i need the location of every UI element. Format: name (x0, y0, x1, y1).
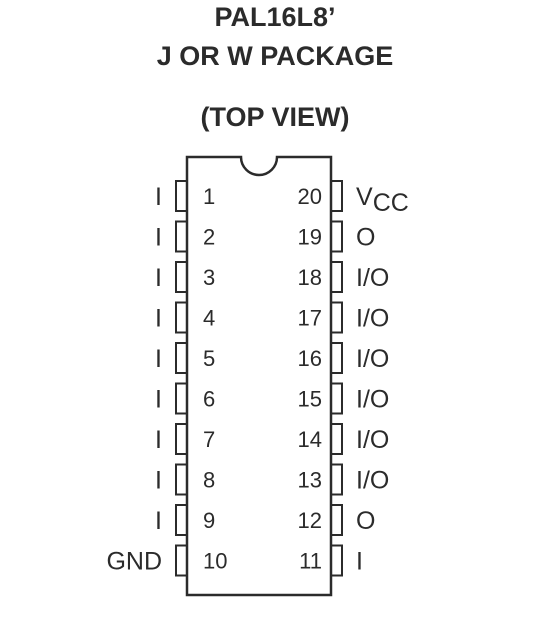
view-label: (TOP VIEW) (200, 102, 350, 132)
pin-2-number: 2 (203, 225, 215, 250)
pin-3-label: I (155, 264, 162, 292)
package-body (185, 155, 333, 597)
pin-20-number: 20 (298, 184, 322, 209)
pin-5-lead (175, 342, 188, 374)
pin-9-label: I (155, 507, 162, 535)
pin-6-lead (175, 382, 188, 415)
pin-20-lead (330, 180, 343, 212)
pin-7-label: I (155, 426, 162, 454)
pin-11-label: I (356, 548, 363, 576)
pin-17-label-main: I/O (356, 305, 389, 333)
pin-19-label: O (356, 224, 375, 252)
pin-2-label: I (155, 224, 162, 252)
pin-10-lead (175, 544, 188, 577)
pin-14-label-main: I/O (356, 426, 389, 454)
pin-1-number: 1 (203, 184, 215, 209)
package-type: J OR W PACKAGE (156, 41, 394, 71)
pin-16-number: 16 (298, 346, 322, 371)
pin-18-number: 18 (298, 265, 322, 290)
chip-title: PAL16L8’ (214, 2, 336, 32)
pin-12-lead (330, 504, 343, 536)
pin-13-lead (330, 463, 343, 496)
pin-14-lead (330, 423, 343, 455)
pin-10-number: 10 (203, 549, 227, 574)
pin-16-label: I/O (356, 345, 389, 373)
pin-15-number: 15 (298, 387, 322, 412)
pin-2-lead (175, 220, 188, 253)
pin-17-lead (330, 301, 343, 334)
pin-12-number: 12 (298, 508, 322, 533)
pin-4-label: I (155, 305, 162, 333)
pin-9-lead (175, 504, 188, 536)
pin-1-lead (175, 180, 188, 212)
pin-7-lead (175, 423, 188, 455)
pin-6-label: I (155, 386, 162, 414)
pin-3-lead (175, 261, 188, 293)
pin-12-label: O (356, 507, 375, 535)
pin-16-lead (330, 342, 343, 374)
pin-18-label: I/O (356, 264, 389, 292)
pin-8-lead (175, 463, 188, 496)
pin-6-number: 6 (203, 387, 215, 412)
pin-1-label: I (155, 183, 162, 211)
pin-5-number: 5 (203, 346, 215, 371)
pin-14-number: 14 (298, 427, 322, 452)
pin-9-number: 9 (203, 508, 215, 533)
pin-19-number: 19 (298, 225, 322, 250)
pin-15-label-main: I/O (356, 386, 389, 414)
pin-8-label: I (155, 467, 162, 495)
pin-14-label: I/O (356, 426, 389, 454)
pin-10-label: GND (106, 548, 162, 576)
pin-15-lead (330, 382, 343, 415)
pin-5-label: I (155, 345, 162, 373)
pin-8-number: 8 (203, 468, 215, 493)
pin-13-label-main: I/O (356, 467, 389, 495)
pin-19-label-main: O (356, 224, 375, 252)
pin-19-lead (330, 220, 343, 253)
pin-17-label: I/O (356, 305, 389, 333)
pin-16-label-main: I/O (356, 345, 389, 373)
pin-7-number: 7 (203, 427, 215, 452)
pin-13-number: 13 (298, 468, 322, 493)
pin-11-number: 11 (299, 549, 322, 574)
pin-11-lead (330, 544, 343, 577)
pin-18-label-main: I/O (356, 264, 389, 292)
pin-20-label: VCC (356, 183, 409, 217)
pin-20-label-sub: CC (373, 189, 409, 217)
pin-17-number: 17 (298, 306, 322, 331)
pin-3-number: 3 (203, 265, 215, 290)
pin-12-label-main: O (356, 507, 375, 535)
pin-18-lead (330, 261, 343, 293)
pin-13-label: I/O (356, 467, 389, 495)
pin-15-label: I/O (356, 386, 389, 414)
pin-4-number: 4 (203, 306, 215, 331)
pin-4-lead (175, 301, 188, 334)
pin-11-label-main: I (356, 548, 363, 576)
pin-20-label-main: V (356, 183, 373, 211)
